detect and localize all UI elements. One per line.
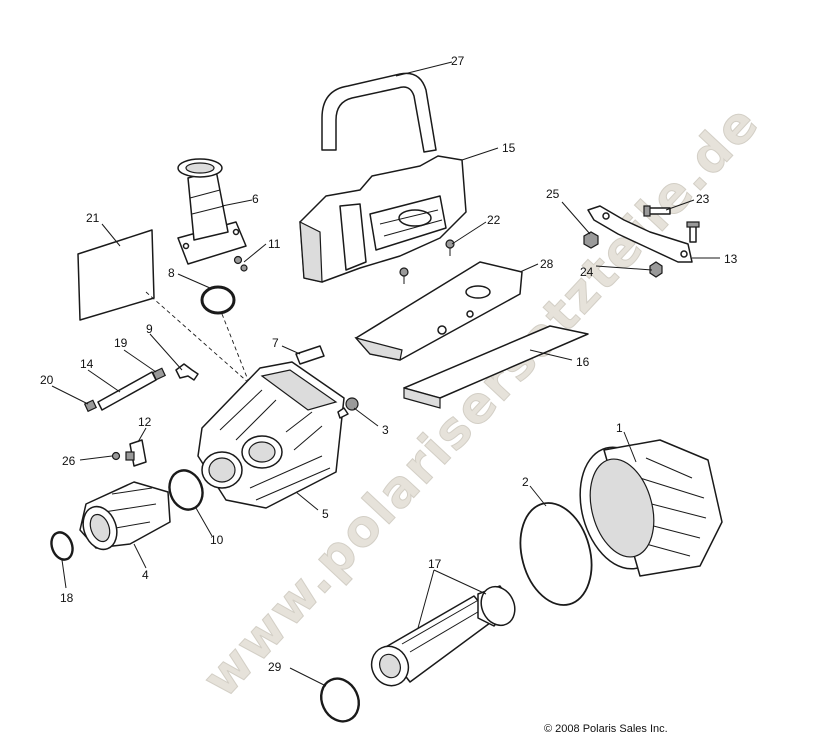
part-8-o-ring: [200, 285, 236, 315]
part-28-foam-pad: [354, 261, 523, 361]
part-13-bracket: [587, 205, 693, 263]
callout-10: 10: [210, 533, 224, 547]
callout-leader-lines: [51, 61, 720, 687]
part-1-airbox-cover: [579, 439, 723, 577]
callout-23: 23: [696, 192, 710, 206]
part-12-sensor: [125, 439, 147, 467]
part-9-elbow: [175, 363, 199, 381]
callout-15: 15: [502, 141, 516, 155]
part-15-cover: [299, 155, 467, 283]
callout-18: 18: [60, 591, 74, 605]
part-24-nut: [649, 261, 663, 278]
callout-2: 2: [522, 475, 529, 489]
part-23-bolts: [643, 205, 700, 243]
callout-20: 20: [40, 373, 54, 387]
callout-8: 8: [168, 266, 175, 280]
callout-16: 16: [576, 355, 590, 369]
callout-1: 1: [616, 421, 623, 435]
callout-28: 28: [540, 257, 554, 271]
callout-4: 4: [142, 568, 149, 582]
part-2-seal-ring: [519, 502, 593, 606]
part-22-clips: [399, 239, 455, 284]
part-7-foam-block: [295, 345, 325, 365]
callout-25: 25: [546, 187, 560, 201]
part-17-air-filter: [370, 585, 516, 687]
callout-24: 24: [580, 265, 594, 279]
part-20-clamp: [83, 399, 98, 413]
callout-7: 7: [272, 336, 279, 350]
callout-5: 5: [322, 507, 329, 521]
part-29-filter-ring: [320, 677, 360, 723]
callout-9: 9: [146, 322, 153, 336]
callout-12: 12: [138, 415, 152, 429]
part-16-foam-strip: [403, 325, 589, 409]
part-26-screw: [111, 451, 121, 461]
copyright-notice: © 2008 Polaris Sales Inc.: [544, 723, 668, 735]
callout-14: 14: [80, 357, 94, 371]
callout-17: 17: [428, 557, 442, 571]
part-5-airbox-housing: [197, 361, 345, 509]
callout-29: 29: [268, 660, 282, 674]
part-4-intake-boot: [79, 481, 171, 551]
part-10-clamp: [168, 469, 204, 511]
callout-19: 19: [114, 336, 128, 350]
callout-27: 27: [451, 54, 465, 68]
callout-6: 6: [252, 192, 259, 206]
part-11-screws: [233, 255, 248, 272]
callout-11: 11: [268, 237, 281, 251]
o-ring-placement-line: [221, 313, 249, 381]
callout-labels: 27 15 6 11 21 8 22 28 25 23 24 13 16 7 9…: [40, 54, 738, 674]
part-3-fitting: [337, 397, 359, 419]
part-6-intake-tube: [177, 158, 247, 265]
callout-13: 13: [724, 252, 738, 266]
callout-22: 22: [487, 213, 501, 227]
part-14-hose: [97, 371, 157, 411]
part-18-clamp: [50, 531, 74, 561]
part-27-handle: [321, 72, 437, 153]
part-25-nut: [583, 231, 599, 249]
callout-3: 3: [382, 423, 389, 437]
callout-21: 21: [86, 211, 100, 225]
decal-placement-line: [145, 291, 251, 385]
callout-26: 26: [62, 454, 76, 468]
part-21-decal: [77, 229, 155, 321]
